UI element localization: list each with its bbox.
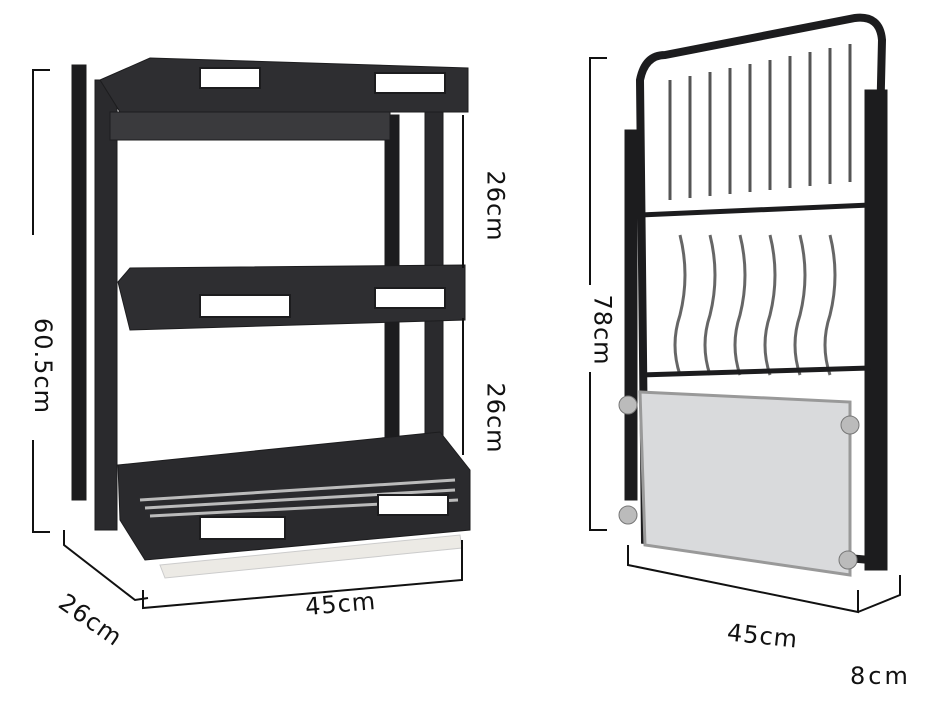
bottom-basket-slot [199,516,286,540]
left-bottom-gap-label: 26cm [481,382,510,454]
top-shelf-slot [199,67,261,89]
left-height-label: 60.5cm [29,317,58,415]
rack-frame [635,13,887,565]
wall-bracket-left [624,129,638,501]
bottom-basket-slot [377,494,449,516]
divider-bar [639,365,871,378]
top-shelf-base [109,111,391,141]
cutting-board [638,390,852,577]
top-shelf-slot [374,72,446,94]
rack-front-post-left [94,79,118,531]
divider-bar [639,202,871,218]
right-depth-label: 8cm [850,662,911,690]
middle-shelf-slot [199,294,291,318]
right-height-label: 78cm [588,294,617,366]
dimension-lines [32,69,464,610]
plate-wires [668,44,852,200]
left-top-gap-label: 26cm [481,170,510,242]
bowl-wires [673,234,837,376]
top-shelf [99,57,469,113]
dimension-lines [589,57,901,614]
three-tier-rack [32,57,471,610]
board-clips [618,395,860,570]
rack-back-post-left [71,64,87,501]
foldable-rack [589,13,901,614]
middle-shelf-slot [374,287,446,309]
